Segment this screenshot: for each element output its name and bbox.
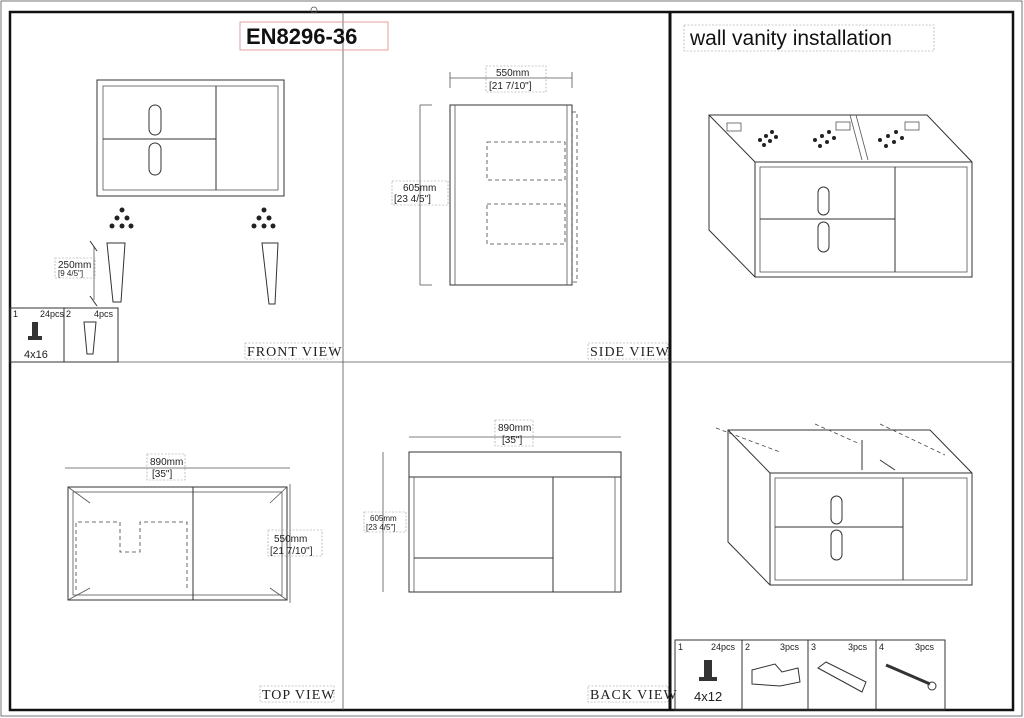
dimensions-leg-height-mm: 250mm <box>58 260 91 271</box>
leg-icon <box>261 242 279 305</box>
parts-right-0-size: 4x12 <box>694 689 722 704</box>
parts-right-1-qty: 3pcs <box>780 642 800 652</box>
dimensions-side-depth-in: [21 7/10"] <box>489 81 532 92</box>
parts-table-right: 1 24pcs 4x12 2 3pcs 3 3pcs 4 3pcs <box>674 639 946 711</box>
parts-left-0-num: 1 <box>13 309 18 319</box>
part-2: 2 3pcs <box>745 642 801 687</box>
install-step-1 <box>708 114 973 278</box>
parts-right-0-qty: 24pcs <box>711 642 736 652</box>
handle-icon <box>148 104 162 136</box>
parts-right-1-num: 2 <box>745 642 750 652</box>
parts-left-0-qty: 24pcs <box>40 309 65 319</box>
dimensions-back-width-mm: 890mm <box>498 423 531 434</box>
bracket-icon <box>751 663 801 687</box>
install-title: wall vanity installation <box>689 27 892 50</box>
front-view-label: FRONT VIEW <box>247 345 342 360</box>
wall-anchor-icon <box>817 661 867 693</box>
back-view: 890mm [35"] 605mm [23 4/5"] BACK VIEW <box>363 419 678 703</box>
parts-left-1-num: 2 <box>66 309 71 319</box>
side-view: 550mm [21 7/10"] 605mm [23 4/5"] SIDE VI… <box>391 65 670 360</box>
top-view-label: TOP VIEW <box>262 688 335 703</box>
part-2: 2 4pcs <box>66 309 114 355</box>
sheet-frame <box>8 10 1015 712</box>
parts-table-left: 1 24pcs 4x16 2 4pcs <box>9 307 119 363</box>
dimensions-top-width-mm: 890mm <box>150 457 183 468</box>
part-1: 1 24pcs 4x16 <box>13 309 65 361</box>
install-step-2 <box>715 423 973 586</box>
handle-icon <box>817 186 830 216</box>
handle-icon <box>148 142 162 176</box>
side-view-label: SIDE VIEW <box>590 345 670 360</box>
parts-right-3-qty: 3pcs <box>915 642 935 652</box>
screws-icon <box>758 130 904 148</box>
dimensions-back-width-in: [35"] <box>502 435 522 446</box>
front-view: 250mm [9 4/5"] FRONT VIEW <box>54 79 342 360</box>
model-title: EN8296-36 <box>246 24 357 49</box>
parts-right-2-num: 3 <box>811 642 816 652</box>
parts-right-3-num: 4 <box>879 642 884 652</box>
parts-left-0-size: 4x16 <box>24 349 48 361</box>
top-view: 890mm [35"] 550mm [21 7/10"] TOP VIEW <box>65 453 335 703</box>
parts-right-0-num: 1 <box>678 642 683 652</box>
dimensions-side-height-mm: 605mm <box>403 183 436 194</box>
dimensions-side-height-in: [23 4/5"] <box>394 194 431 205</box>
handle-icon <box>817 221 830 253</box>
screw-icon <box>699 660 717 681</box>
dimensions-back-height-mm: 605mm <box>370 514 397 523</box>
dimensions-side-depth-mm: 550mm <box>496 68 529 79</box>
handle-icon <box>830 529 843 561</box>
handle-icon <box>830 495 843 525</box>
back-view-label: BACK VIEW <box>590 688 678 703</box>
dimensions-top-depth-mm: 550mm <box>274 534 307 545</box>
screw-icon <box>28 322 42 340</box>
leg-icon <box>83 321 97 355</box>
install-title-box: wall vanity installation <box>683 24 935 52</box>
parts-left-1-qty: 4pcs <box>94 309 114 319</box>
long-screw-icon <box>885 663 931 686</box>
part-4: 4 3pcs <box>879 642 937 691</box>
dimensions-back-height-in: [23 4/5"] <box>366 523 396 532</box>
screws-icon <box>109 207 276 229</box>
leg-icon <box>106 242 126 303</box>
part-3: 3 3pcs <box>811 642 868 693</box>
dimensions-top-depth-in: [21 7/10"] <box>270 546 313 557</box>
title-box: EN8296-36 <box>239 6 389 51</box>
dimensions-top-width-in: [35"] <box>152 469 172 480</box>
parts-right-2-qty: 3pcs <box>848 642 868 652</box>
part-1: 1 24pcs 4x12 <box>678 642 736 704</box>
dimensions-leg-height-in: [9 4/5"] <box>58 269 83 278</box>
